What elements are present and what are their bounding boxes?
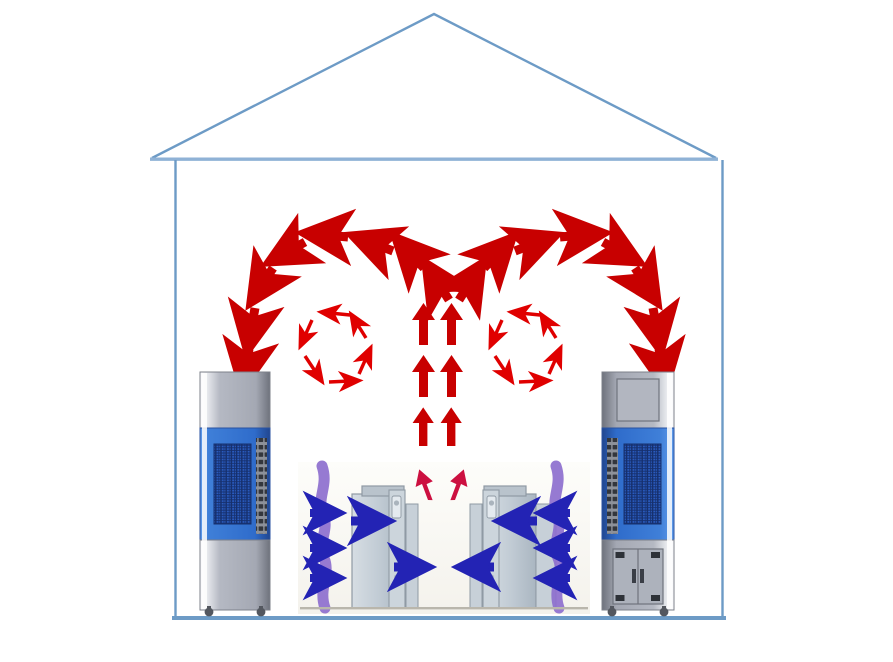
hot-air-arc-right [431,208,686,398]
cold-air-arrows-rack [346,495,542,593]
hot-air-arrows-aisle [415,469,468,501]
side-vent-right [607,438,618,534]
control-panel-right[interactable] [616,378,660,422]
building-envelope [150,12,726,620]
door-handle-icon[interactable] [640,569,644,583]
server-rack-photo [298,460,590,614]
hot-air-arc-left [222,208,477,398]
caster-icon [659,607,669,617]
cold-air-arrows-right [532,490,578,601]
side-vent-left [256,438,267,534]
caster-icon [256,607,266,617]
cold-air-arrows-left [302,490,348,601]
mesh-panel-right [623,443,662,525]
cabinet-doors-right[interactable] [612,548,664,605]
cold-air-stream-left [315,460,332,614]
hot-air-plume [412,303,463,446]
circulation-eddy-right [488,303,563,393]
roof-icon [150,12,718,161]
rack-right [469,485,557,609]
mesh-panel-left [213,443,252,525]
walls [174,160,724,618]
cold-air-stream-right [549,460,566,614]
caster-icon [607,607,617,617]
cooler-right[interactable] [601,371,675,617]
door-handle-icon[interactable] [632,569,636,583]
circulation-eddy-left [298,303,373,393]
cooler-left[interactable] [199,371,271,617]
rack-left [351,485,419,609]
caster-icon [204,607,214,617]
